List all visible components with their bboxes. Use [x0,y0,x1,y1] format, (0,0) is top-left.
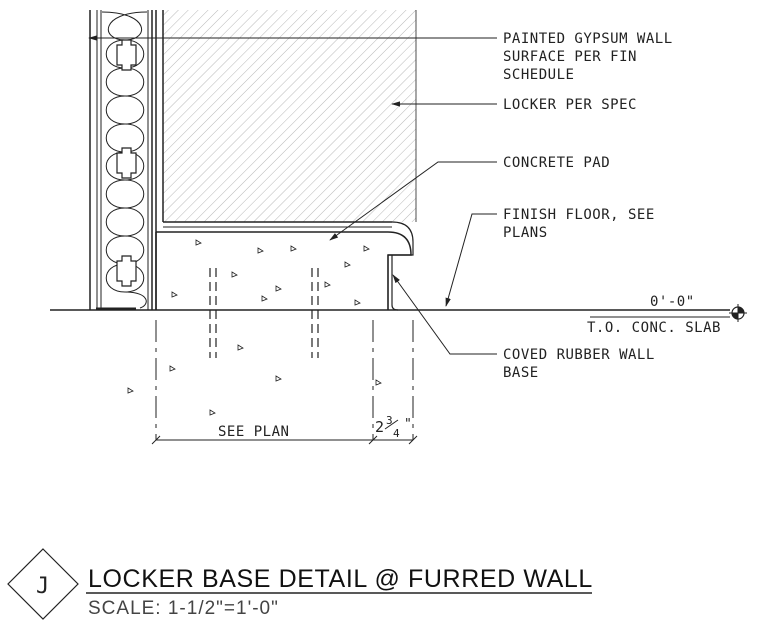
insulation [101,11,148,309]
aggregate-marks [127,239,382,416]
callout-pad: CONCRETE PAD [503,155,610,171]
callout-locker: LOCKER PER SPEC [503,97,637,113]
datum-target-icon [729,304,747,322]
callout-floor-1: FINISH FLOOR, SEE [503,207,655,223]
locker [162,10,417,222]
detail-id: J [36,574,49,599]
svg-text:": " [404,417,412,432]
svg-text:3: 3 [386,414,393,427]
coved-base [387,255,399,311]
svg-text:2: 2 [375,418,384,436]
callout-base-2: BASE [503,365,539,381]
concrete-pad [127,221,414,416]
furred-wall [89,10,157,311]
dimension-line [151,435,418,445]
callout-gypsum-3: SCHEDULE [503,67,574,83]
callout-base-1: COVED RUBBER WALL [503,347,655,363]
callout-gypsum-1: PAINTED GYPSUM WALL [503,31,673,47]
depth-dimension-text: 2 3 4 " [375,414,412,440]
callout-gypsum-2: SURFACE PER FIN [503,49,637,65]
title-block: J LOCKER BASE DETAIL @ FURRED WALL SCALE… [7,548,593,620]
callout-floor-2: PLANS [503,225,548,241]
svg-text:4: 4 [393,427,400,440]
dowels [209,268,319,358]
elevation-marker: 0'-0" T.O. CONC. SLAB [587,294,747,336]
elevation-value: 0'-0" [650,294,695,310]
callouts: PAINTED GYPSUM WALL SURFACE PER FIN SCHE… [503,31,673,381]
detail-title: LOCKER BASE DETAIL @ FURRED WALL [88,565,593,593]
detail-scale: SCALE: 1-1/2"=1'-0" [88,598,279,619]
leaders [88,35,497,355]
stud-blocking [116,39,137,287]
floor-slab [50,309,730,440]
see-plan-label: SEE PLAN [218,424,289,440]
elevation-label: T.O. CONC. SLAB [587,320,721,336]
detail-id-diamond [7,548,79,620]
